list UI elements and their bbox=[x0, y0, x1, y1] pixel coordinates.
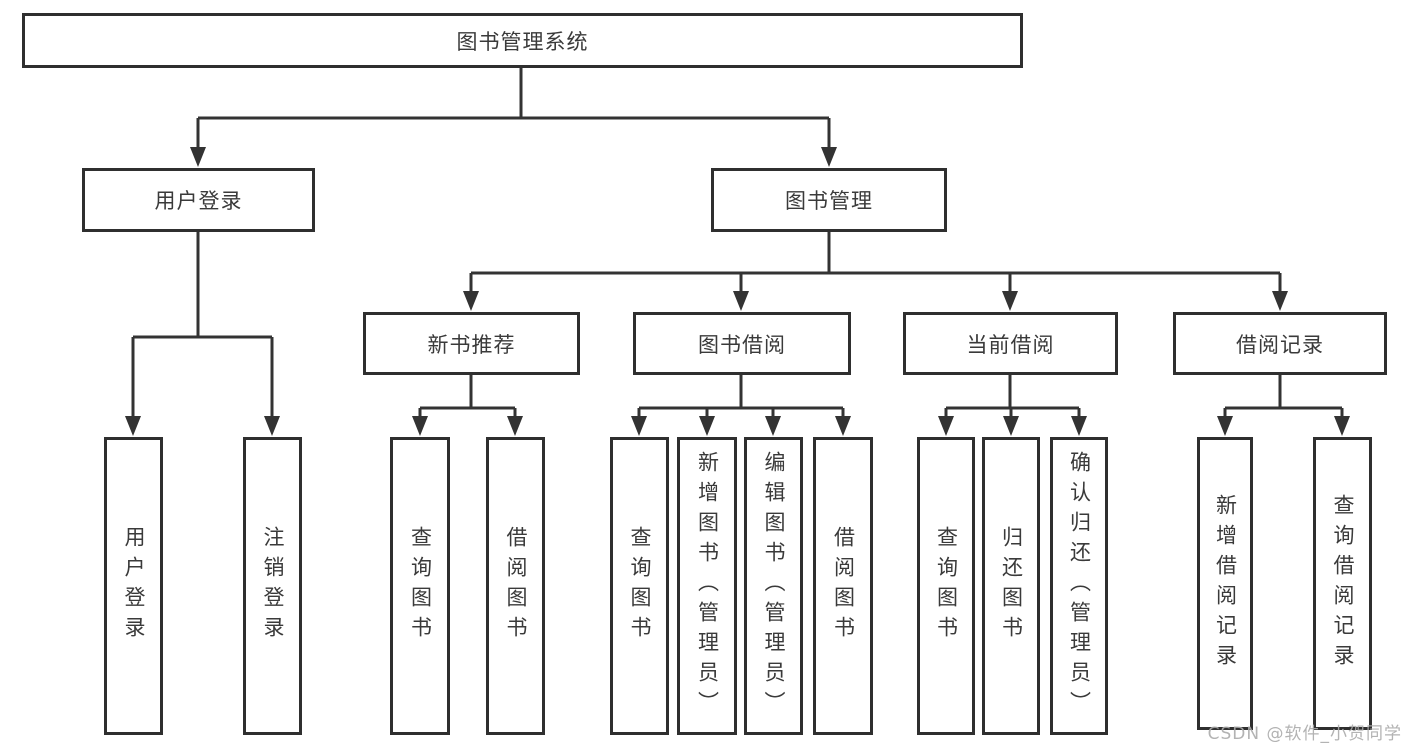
node-label: 新增图书（管理员） bbox=[695, 451, 720, 721]
node-label: 查询借阅记录 bbox=[1331, 493, 1355, 674]
node-label: 查询图书 bbox=[628, 526, 652, 646]
node-label: 图书借阅 bbox=[698, 332, 786, 357]
connector-book-borrow-children bbox=[637, 375, 845, 419]
connector-current-borrow-children bbox=[944, 375, 1081, 419]
connector-book-management-to-level3 bbox=[469, 232, 1282, 294]
leaf-edit-books-admin: 编辑图书（管理员） bbox=[744, 437, 803, 735]
node-label: 借阅图书 bbox=[504, 526, 528, 646]
leaf-add-books-admin: 新增图书（管理员） bbox=[677, 437, 737, 735]
node-label: 新书推荐 bbox=[427, 332, 516, 357]
node-book-management: 图书管理 bbox=[711, 168, 947, 232]
node-label: 图书管理系统 bbox=[456, 29, 589, 54]
leaf-borrow-books-2: 借阅图书 bbox=[813, 437, 873, 735]
arrowheads-leaf-nodes bbox=[412, 416, 1350, 436]
node-root-library-management-system: 图书管理系统 bbox=[22, 13, 1023, 68]
node-label: 查询图书 bbox=[934, 526, 959, 646]
node-user-login: 用户登录 bbox=[82, 168, 315, 232]
leaf-query-borrow-record: 查询借阅记录 bbox=[1313, 437, 1372, 730]
node-new-book-recommend: 新书推荐 bbox=[363, 312, 580, 375]
arrowheads-level3 bbox=[463, 291, 1288, 311]
arrowheads-level2 bbox=[190, 147, 837, 167]
node-book-borrow: 图书借阅 bbox=[633, 312, 851, 375]
connector-root-to-level2 bbox=[196, 68, 831, 150]
node-label: 确认归还（管理员） bbox=[1067, 451, 1092, 721]
node-label: 当前借阅 bbox=[966, 332, 1055, 357]
leaf-query-books-1: 查询图书 bbox=[390, 437, 450, 735]
node-label: 归还图书 bbox=[999, 526, 1024, 646]
leaf-user-login: 用户登录 bbox=[104, 437, 163, 735]
node-label: 查询图书 bbox=[408, 526, 433, 646]
leaf-confirm-return-admin: 确认归还（管理员） bbox=[1050, 437, 1108, 735]
leaf-borrow-books-1: 借阅图书 bbox=[486, 437, 545, 735]
csdn-watermark: CSDN @软件_小贺同学 bbox=[1207, 724, 1402, 744]
connector-user-login-children bbox=[131, 232, 274, 419]
node-borrow-records: 借阅记录 bbox=[1173, 312, 1387, 375]
node-current-borrow: 当前借阅 bbox=[903, 312, 1118, 375]
leaf-query-books-2: 查询图书 bbox=[610, 437, 669, 735]
node-label: 新增借阅记录 bbox=[1213, 493, 1238, 674]
connector-new-book-children bbox=[418, 375, 517, 419]
node-label: 借阅图书 bbox=[831, 526, 856, 646]
node-label: 编辑图书（管理员） bbox=[762, 451, 786, 721]
leaf-add-borrow-record: 新增借阅记录 bbox=[1197, 437, 1253, 730]
node-label: 借阅记录 bbox=[1236, 332, 1324, 357]
leaf-query-books-3: 查询图书 bbox=[917, 437, 975, 735]
leaf-return-books: 归还图书 bbox=[982, 437, 1040, 735]
node-label: 注销登录 bbox=[261, 526, 285, 646]
node-label: 用户登录 bbox=[122, 526, 146, 646]
arrowheads-user-login-children bbox=[125, 416, 280, 436]
node-label: 图书管理 bbox=[785, 189, 873, 213]
leaf-logout: 注销登录 bbox=[243, 437, 302, 735]
node-label: 用户登录 bbox=[154, 189, 243, 213]
connector-borrow-records-children bbox=[1223, 375, 1344, 419]
